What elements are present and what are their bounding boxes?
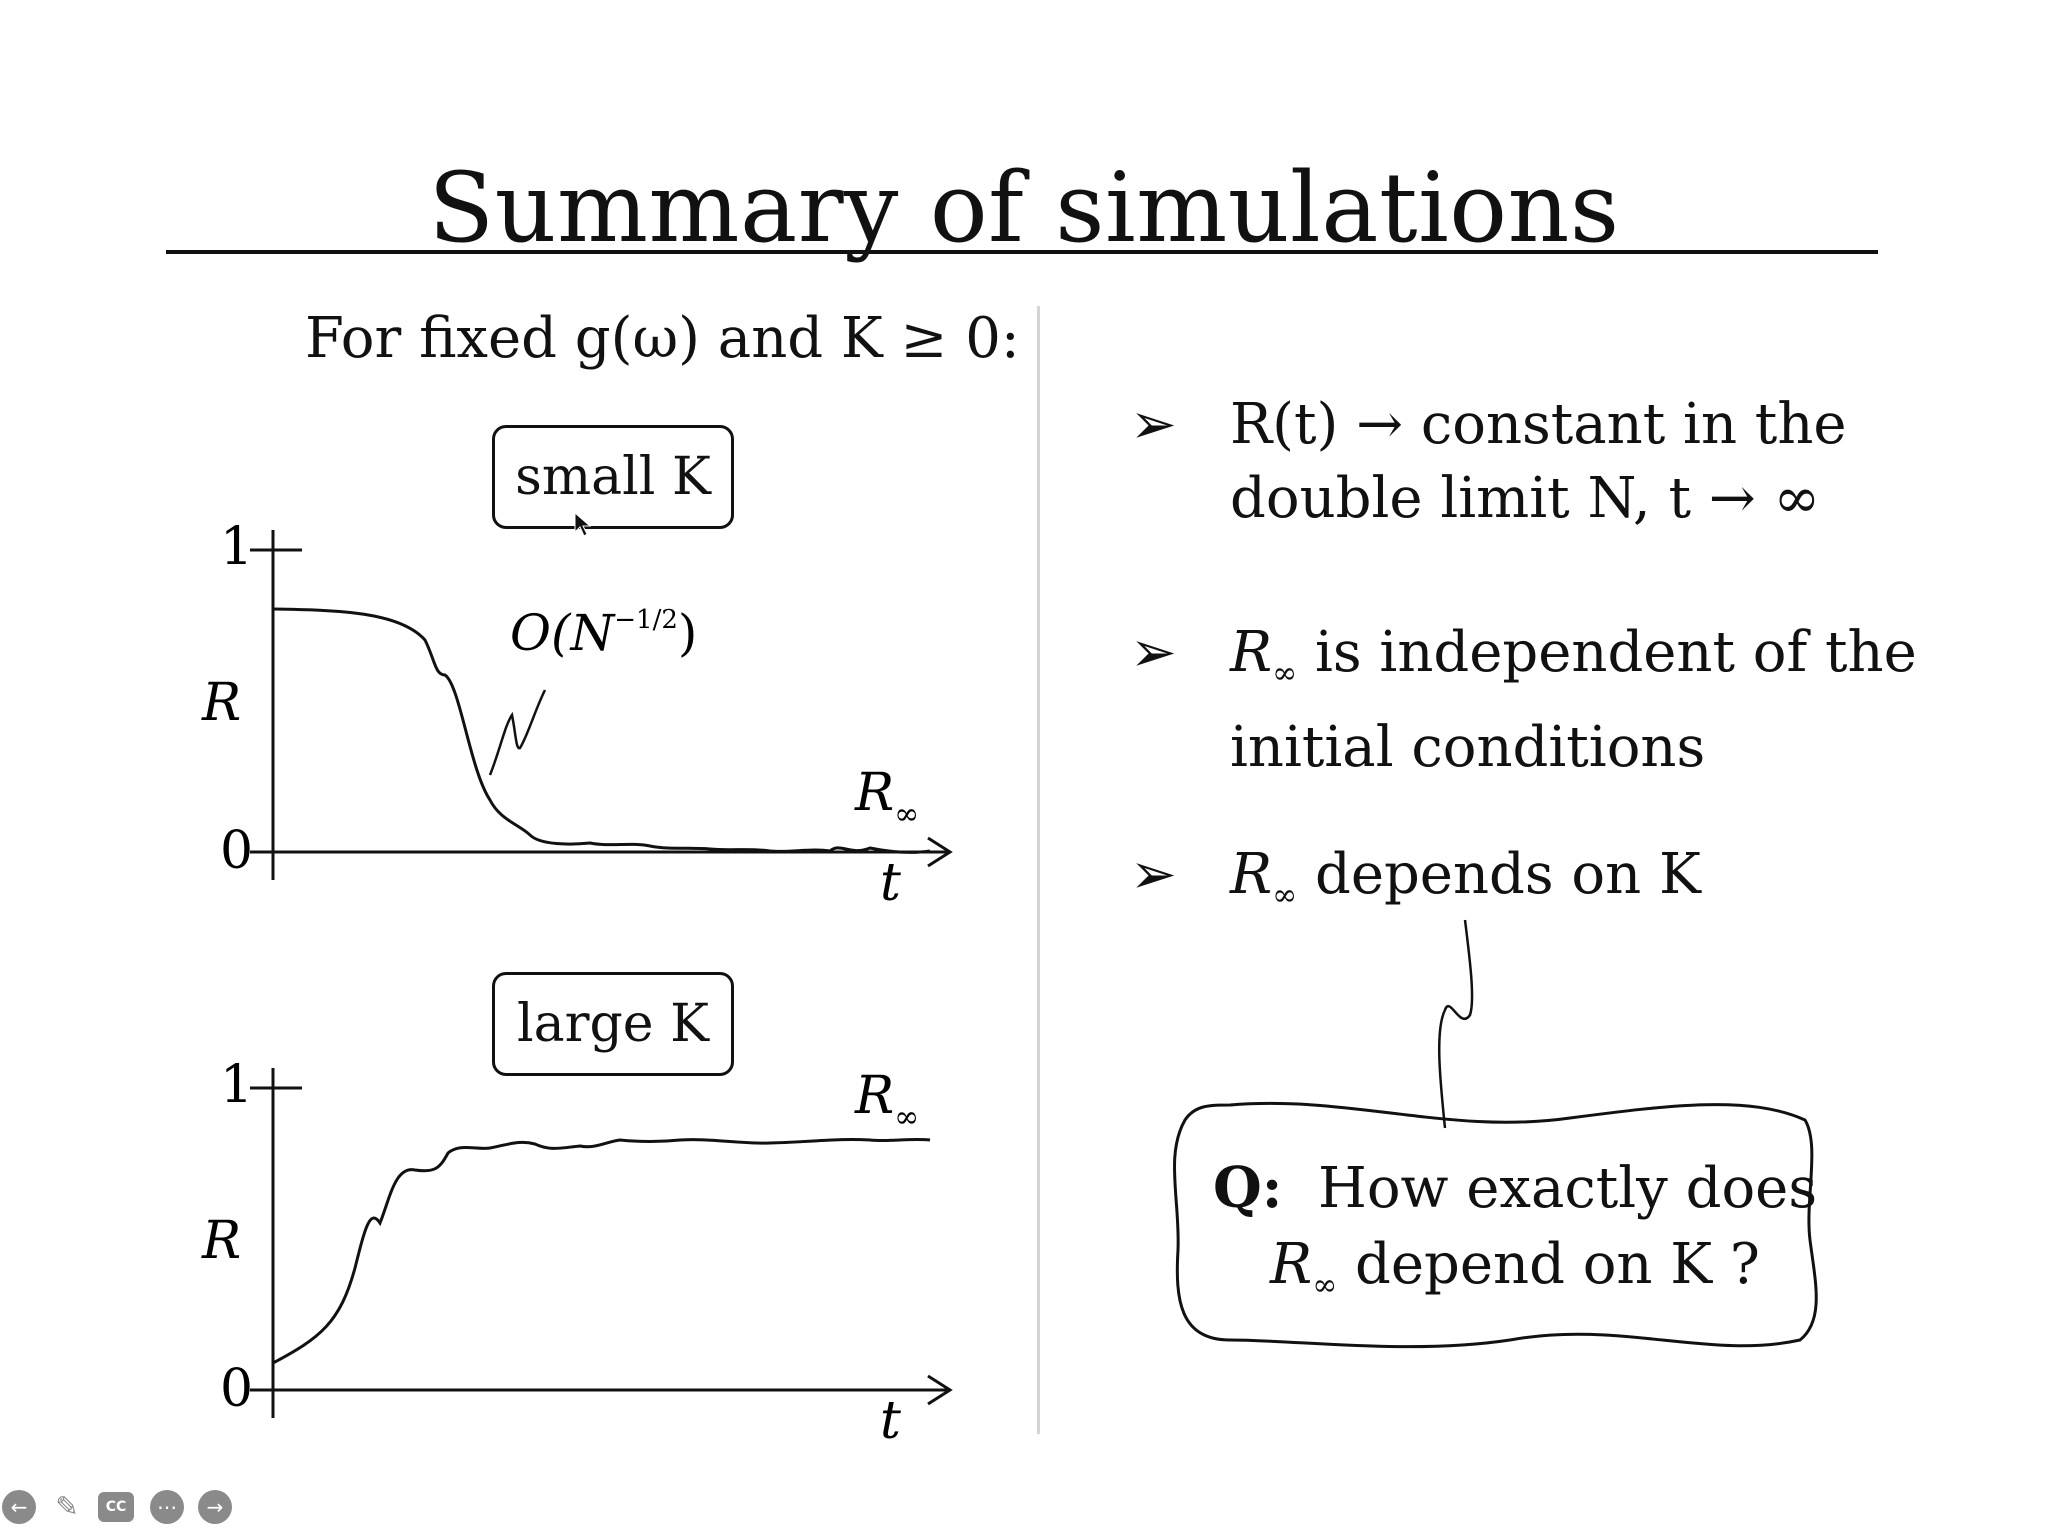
player-controls: ← ✎ CC ⋯ → bbox=[0, 1490, 240, 1530]
bullet-arrow-icon: ➢ bbox=[1130, 842, 1177, 907]
y-axis-label: R bbox=[201, 1211, 241, 1271]
bullet-3-line-1: R∞ depends on K bbox=[1230, 842, 1701, 914]
x-axis-label: t bbox=[880, 853, 901, 913]
r-infinity-label: R∞ bbox=[854, 1066, 919, 1135]
x-axis-arrowhead bbox=[927, 1374, 953, 1406]
slide-title: Summary of simulations bbox=[428, 152, 1620, 265]
fluctuation-pointer bbox=[488, 689, 547, 776]
y-tick-0-label: 0 bbox=[220, 821, 253, 881]
question-line-1: Q: How exactly does bbox=[1212, 1155, 1818, 1221]
bullet-arrow-icon: ➢ bbox=[1130, 620, 1177, 685]
y-tick-1-label: 1 bbox=[220, 517, 253, 577]
large-k-plot: 1 0 R t R∞ bbox=[201, 1055, 953, 1451]
question-text: Q: How exactly does R∞ depend on K ? bbox=[1190, 1150, 1840, 1324]
column-divider bbox=[1037, 306, 1040, 1434]
callout-box bbox=[1172, 1101, 1818, 1349]
pen-icon[interactable]: ✎ bbox=[55, 1490, 79, 1523]
small-k-plot: 1 0 R t R∞ O(N−1/2) bbox=[201, 517, 953, 913]
question-line-2: R∞ depend on K ? bbox=[1270, 1232, 1760, 1304]
small-k-label: small K bbox=[492, 425, 734, 529]
large-k-label: large K bbox=[492, 972, 734, 1076]
bullet-1-line-2: double limit N, t → ∞ bbox=[1230, 466, 1821, 531]
x-axis-label: t bbox=[880, 1391, 901, 1451]
y-tick-1-label: 1 bbox=[220, 1055, 253, 1115]
callout-squiggle bbox=[1438, 919, 1474, 1129]
y-axis-label: R bbox=[201, 673, 241, 733]
cc-button[interactable]: CC bbox=[98, 1492, 134, 1522]
fixed-caption: For fixed g(ω) and K ≥ 0: bbox=[305, 306, 1020, 371]
large-k-curve bbox=[272, 1137, 931, 1365]
r-infinity-label: R∞ bbox=[854, 763, 919, 832]
small-k-curve bbox=[272, 607, 931, 854]
y-tick-0-label: 0 bbox=[220, 1359, 253, 1419]
mouse-cursor-icon bbox=[574, 512, 592, 537]
arrow-left-icon[interactable]: ← bbox=[2, 1490, 36, 1524]
more-icon[interactable]: ⋯ bbox=[150, 1490, 184, 1524]
arrow-right-icon[interactable]: → bbox=[198, 1490, 232, 1524]
bullet-arrow-icon: ➢ bbox=[1130, 392, 1177, 457]
x-axis-arrowhead bbox=[927, 836, 953, 868]
question-callout bbox=[1172, 919, 1818, 1349]
fluctuation-label: O(N−1/2) bbox=[510, 604, 697, 662]
bullet-2-line-2: initial conditions bbox=[1230, 715, 1706, 781]
title-rule bbox=[166, 250, 1878, 254]
bullet-2-line-1: R∞ is independent of the bbox=[1230, 620, 1917, 692]
bullet-1-line-1: R(t) → constant in the bbox=[1230, 392, 1847, 457]
